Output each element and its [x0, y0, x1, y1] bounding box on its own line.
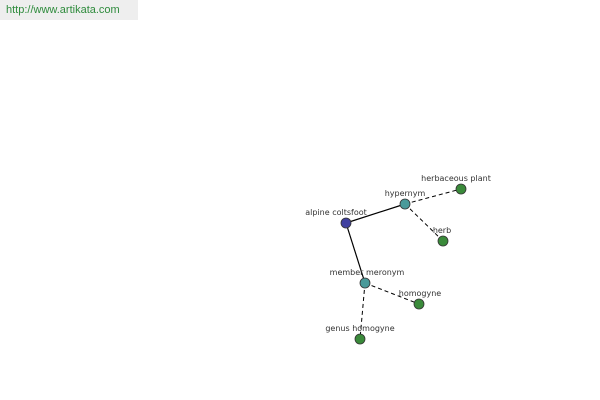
edge-hypernym-herbaceous — [404, 188, 462, 205]
node-genus-homogyne-label[interactable]: genus homogyne — [325, 324, 394, 333]
node-herbaceous-plant-dot[interactable] — [455, 183, 467, 195]
edge-alpine-meronym — [345, 222, 366, 284]
node-herb-label[interactable]: herb — [433, 226, 451, 235]
node-member-meronym-dot[interactable] — [359, 277, 371, 289]
graph-nodes: alpine coltsfoot hypernym herbaceous pla… — [305, 174, 491, 345]
node-hypernym[interactable]: hypernym — [385, 189, 426, 210]
node-homogyne-dot[interactable] — [413, 298, 425, 310]
edge-meronym-genus — [359, 282, 366, 340]
node-homogyne[interactable]: homogyne — [399, 289, 442, 310]
graph-edges — [345, 188, 462, 340]
node-member-meronym-label[interactable]: member meronym — [330, 268, 405, 277]
edge-meronym-homogyne — [364, 282, 420, 305]
node-herb[interactable]: herb — [433, 226, 451, 247]
node-alpine-coltsfoot-label[interactable]: alpine coltsfoot — [305, 208, 367, 217]
node-hypernym-label[interactable]: hypernym — [385, 189, 426, 198]
node-herbaceous-plant-label[interactable]: herbaceous plant — [421, 174, 491, 183]
node-homogyne-label[interactable]: homogyne — [399, 289, 442, 298]
node-herbaceous-plant[interactable]: herbaceous plant — [421, 174, 491, 195]
node-alpine-coltsfoot[interactable]: alpine coltsfoot — [305, 208, 367, 229]
node-herb-dot[interactable] — [437, 235, 449, 247]
site-url-link[interactable]: http://www.artikata.com — [0, 0, 138, 20]
node-member-meronym[interactable]: member meronym — [330, 268, 405, 289]
node-genus-homogyne[interactable]: genus homogyne — [325, 324, 395, 345]
node-genus-homogyne-dot[interactable] — [354, 333, 366, 345]
node-hypernym-dot[interactable] — [399, 198, 411, 210]
edge-alpine-hypernym — [345, 203, 406, 224]
edge-hypernym-herb — [404, 203, 444, 242]
node-alpine-coltsfoot-dot[interactable] — [340, 217, 352, 229]
